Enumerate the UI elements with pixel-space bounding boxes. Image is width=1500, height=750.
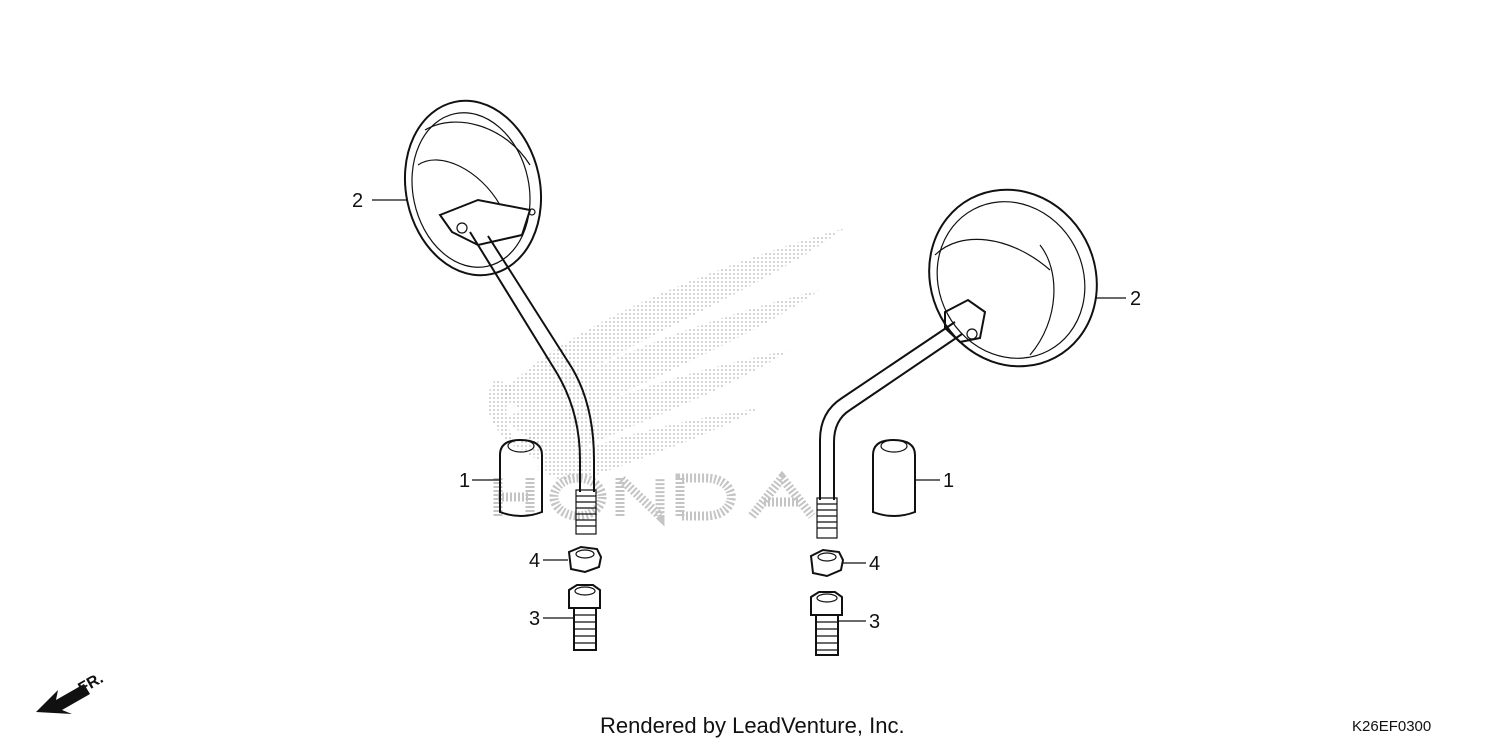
honda-wordmark [493,467,816,527]
right-nut-part [809,548,845,578]
callout-right-cap: 1 [943,470,954,492]
left-adapter-bolt-part [568,584,601,651]
right-mirror-head [928,188,1098,368]
callout-right-mirror: 2 [1130,288,1141,310]
callout-left-adapter: 3 [529,608,540,630]
callout-right-adapter: 3 [869,611,880,633]
render-credit: Rendered by LeadVenture, Inc. [600,713,905,738]
left-cap-part [499,438,543,517]
right-mirror-stem [819,321,963,500]
callout-leaders [372,199,1126,622]
right-cap-part [872,438,916,517]
honda-wing-logo-icon [487,228,845,485]
right-stem-thread [816,497,838,539]
front-arrow-icon [36,684,90,714]
left-mirror-assembly [403,99,597,535]
diagram-code: K26EF0300 [1352,718,1431,735]
callout-left-mirror: 2 [352,190,363,212]
front-direction-indicator: FR. [36,670,106,714]
left-mirror-head [403,99,543,277]
honda-wing-watermark [487,228,845,527]
left-nut-part [567,545,603,574]
callout-left-cap: 1 [459,470,470,492]
right-adapter-bolt-part [810,591,843,656]
right-mirror-assembly [816,188,1098,539]
callout-left-nut: 4 [529,550,540,572]
left-stem-thread [575,489,597,535]
left-mirror-stem [469,231,595,492]
callout-right-nut: 4 [869,553,880,575]
